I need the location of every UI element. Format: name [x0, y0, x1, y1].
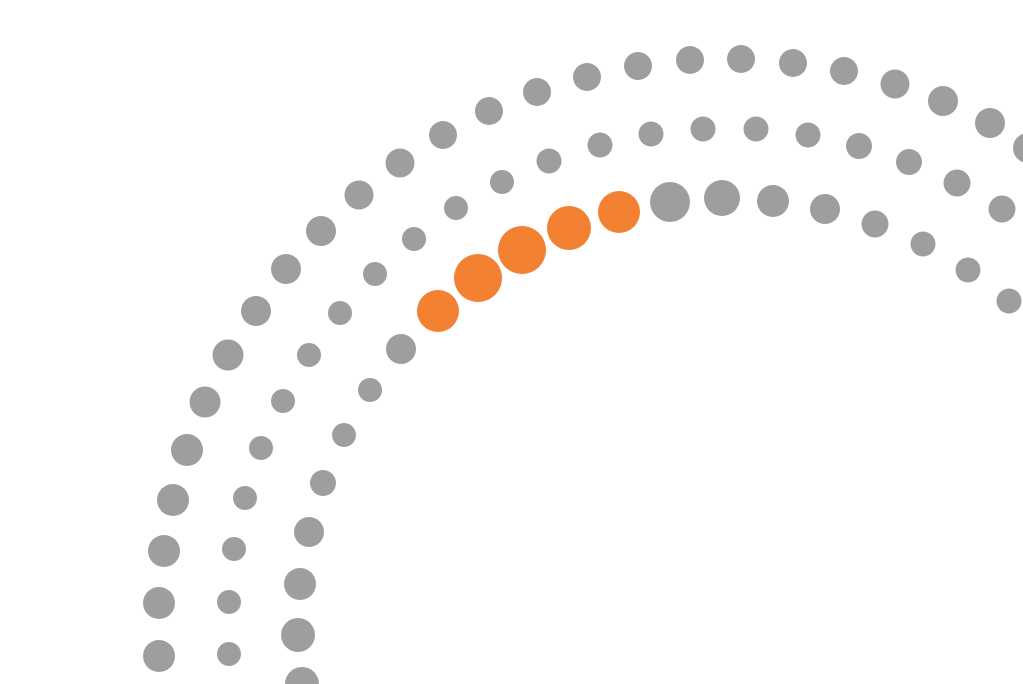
- middle-ring-dot: [444, 196, 468, 220]
- middle-ring-dot: [587, 132, 613, 158]
- middle-ring-dot: [271, 389, 295, 413]
- inner-ring-dot: [810, 194, 840, 224]
- inner-ring-dot: [285, 667, 319, 684]
- outer-ring-dot: [344, 180, 374, 210]
- outer-ring-dot: [475, 97, 503, 125]
- inner-ring-dot: [310, 470, 336, 496]
- outer-ring-dot: [189, 386, 221, 418]
- inner-ring-dot: [281, 618, 315, 652]
- outer-ring-dot: [727, 45, 755, 73]
- middle-ring-dot: [217, 642, 241, 666]
- middle-ring-dot: [402, 227, 426, 251]
- outer-ring-dot: [143, 640, 175, 672]
- middle-dot-ring: [217, 116, 1016, 666]
- inner-ring-dot: [861, 210, 889, 238]
- inner-ring-dot: [294, 517, 324, 547]
- middle-ring-dot: [490, 170, 514, 194]
- middle-ring-dot: [846, 133, 872, 159]
- outer-ring-dot: [157, 484, 189, 516]
- middle-ring-dot: [988, 195, 1016, 223]
- inner-ring-dot: [910, 231, 936, 257]
- accent-dot: [417, 290, 459, 332]
- outer-ring-dot: [573, 63, 601, 91]
- middle-ring-dot: [896, 149, 922, 175]
- inner-ring-dot: [358, 378, 382, 402]
- middle-ring-dot: [638, 121, 664, 147]
- outer-ring-dot: [429, 121, 457, 149]
- middle-ring-dot: [249, 436, 273, 460]
- inner-ring-dot: [996, 288, 1022, 314]
- middle-ring-dot: [233, 486, 257, 510]
- outer-ring-dot: [212, 339, 244, 371]
- middle-ring-dot: [795, 122, 821, 148]
- inner-ring-dot: [704, 180, 740, 216]
- middle-ring-dot: [690, 116, 716, 142]
- middle-ring-dot: [743, 116, 769, 142]
- inner-ring-dot: [332, 423, 356, 447]
- outer-ring-dot: [241, 296, 271, 326]
- outer-ring-dot: [1013, 133, 1023, 163]
- accent-dot: [498, 226, 546, 274]
- middle-ring-dot: [297, 343, 321, 367]
- outer-ring-dot: [143, 587, 175, 619]
- outer-ring-dot: [830, 57, 858, 85]
- outer-dot-ring: [143, 45, 1023, 672]
- middle-ring-dot: [217, 590, 241, 614]
- outer-ring-dot: [271, 254, 301, 284]
- accent-dot: [598, 191, 640, 233]
- inner-ring-dot: [955, 257, 981, 283]
- outer-ring-dot: [385, 148, 415, 178]
- outer-ring-dot: [676, 46, 704, 74]
- outer-ring-dot: [171, 434, 203, 466]
- middle-ring-dot: [943, 169, 971, 197]
- accent-dot: [547, 206, 591, 250]
- inner-ring-dot: [386, 334, 416, 364]
- inner-dot-ring: [281, 180, 1022, 684]
- outer-ring-dot: [880, 69, 910, 99]
- accent-dot: [454, 254, 502, 302]
- outer-ring-dot: [148, 535, 180, 567]
- inner-ring-dot: [284, 568, 316, 600]
- inner-ring-dot: [757, 185, 789, 217]
- middle-ring-dot: [328, 301, 352, 325]
- outer-ring-dot: [624, 52, 652, 80]
- middle-ring-dot: [536, 148, 562, 174]
- middle-ring-dot: [222, 537, 246, 561]
- outer-ring-dot: [306, 216, 336, 246]
- inner-ring-dot: [650, 182, 690, 222]
- outer-ring-dot: [928, 86, 958, 116]
- outer-ring-dot: [779, 49, 807, 77]
- middle-ring-dot: [363, 262, 387, 286]
- outer-ring-dot: [975, 108, 1005, 138]
- outer-ring-dot: [523, 78, 551, 106]
